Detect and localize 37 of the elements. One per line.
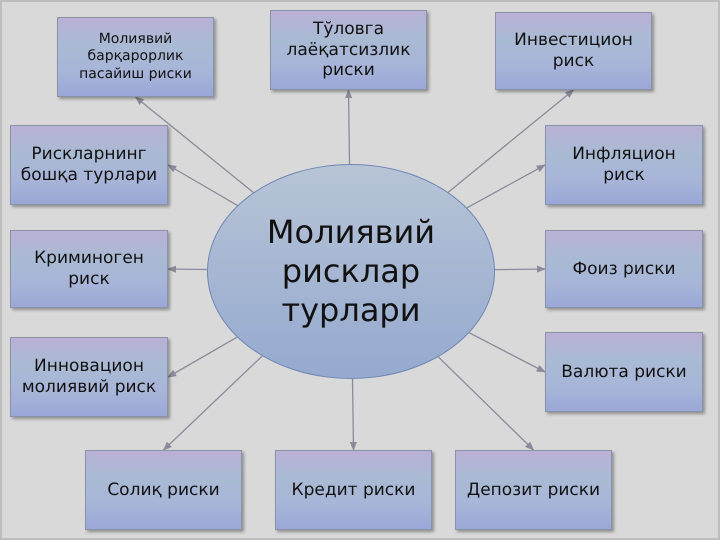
arrow (469, 332, 546, 373)
risk-box (10, 230, 168, 308)
node-label: Кредит риски (290, 478, 416, 502)
node-label: Инвестицион риск (513, 29, 634, 73)
arrow (162, 356, 263, 451)
node-label: Криминоген риск (33, 247, 145, 291)
node-label: Молиявий рисклар турлари (266, 212, 436, 332)
node-label: Солиқ риски (106, 478, 221, 502)
risk-box (455, 450, 612, 530)
arrow (167, 164, 238, 206)
arrow (134, 96, 254, 193)
risk-box (10, 125, 168, 205)
node-label: Молиявий барқарорлик пасайиш риски (78, 30, 193, 84)
node-label: Инфляцион риск (571, 143, 677, 187)
arrow (448, 89, 574, 193)
node-label: Валюта риски (560, 360, 688, 384)
arrow (438, 356, 534, 451)
arrow (494, 265, 546, 273)
arrow (350, 378, 358, 451)
risk-box (495, 12, 652, 90)
node-label: Тўловга лаёқатсизлик риски (286, 18, 412, 82)
node-label: Депозит риски (466, 478, 602, 502)
risk-box (57, 17, 214, 97)
arrow (167, 336, 238, 378)
risk-box (545, 230, 703, 308)
risk-box (275, 450, 432, 530)
node-label: Инновацион молиявий риск (20, 355, 158, 399)
arrow (167, 265, 208, 273)
risk-box (545, 332, 703, 412)
node-label: Фоиз риски (571, 258, 677, 281)
risk-box (270, 10, 427, 90)
arrow (466, 164, 546, 208)
risk-box (545, 125, 703, 205)
risk-box (85, 450, 242, 530)
node-label: Рискларнинг бошқа турлари (20, 143, 158, 187)
arrow (344, 89, 352, 164)
risk-box (10, 337, 168, 417)
